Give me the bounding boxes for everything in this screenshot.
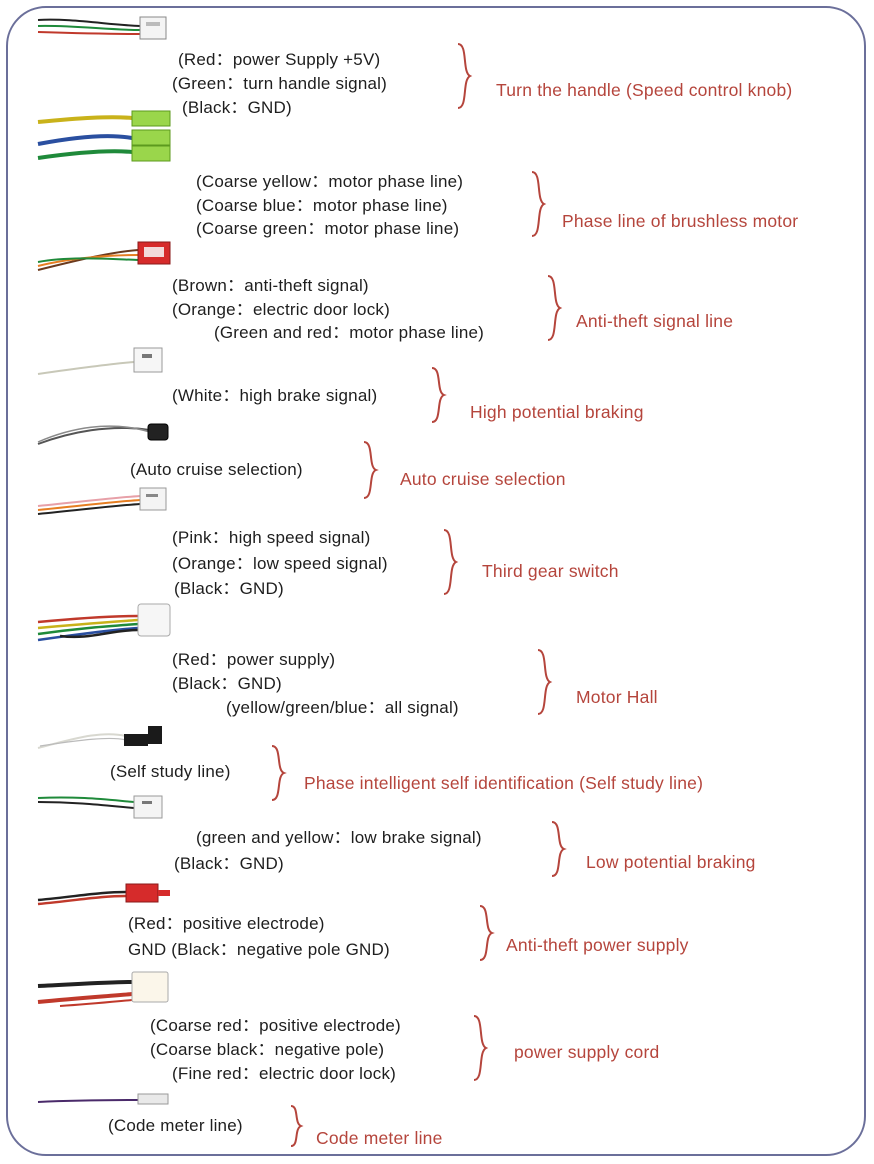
group-9-line-1: (green and yellow：low brake signal) <box>196 828 482 847</box>
power-supply-cord-connector <box>37 971 169 1007</box>
group-3-line-2: (Orange：electric door lock) <box>172 300 390 319</box>
auto-cruise-connector <box>37 423 169 445</box>
group-2-brace <box>531 171 547 237</box>
self-study-connector <box>37 726 162 749</box>
group-9-brace <box>551 821 567 877</box>
group-6-line-2: (Orange：low speed signal) <box>172 554 388 573</box>
group-10-line-1: (Red：positive electrode) <box>128 914 325 933</box>
group-4-title: High potential braking <box>470 402 644 422</box>
group-10-brace <box>479 905 495 961</box>
group-1-line-1: (Red：power Supply +5V) <box>178 50 381 69</box>
group-4-line-1: (White：high brake signal) <box>172 386 378 405</box>
group-2-title: Phase line of brushless motor <box>562 211 799 231</box>
group-7-line-2: (Black：GND) <box>172 674 282 693</box>
group-3-line-3: (Green and red：motor phase line) <box>214 323 485 342</box>
group-10-title: Anti-theft power supply <box>506 935 689 955</box>
group-5-line-1: (Auto cruise selection) <box>130 460 303 479</box>
group-2-line-2: (Coarse blue：motor phase line) <box>196 196 448 215</box>
anti-theft-power-connector <box>37 883 170 906</box>
group-3-line-1: (Brown：anti-theft signal) <box>172 276 369 295</box>
group-5-title: Auto cruise selection <box>400 469 566 489</box>
group-11-line-2: (Coarse black：negative pole) <box>150 1040 385 1059</box>
group-11-line-3: (Fine red：electric door lock) <box>172 1064 397 1083</box>
group-11-brace <box>473 1015 489 1081</box>
group-8-line-1: (Self study line) <box>110 762 231 781</box>
group-11-line-1: (Coarse red：positive electrode) <box>150 1016 401 1035</box>
group-4-brace <box>431 367 447 423</box>
third-gear-connector <box>37 487 167 515</box>
group-2-line-3: (Coarse green：motor phase line) <box>196 219 460 238</box>
group-1-line-3: (Black：GND) <box>182 98 292 117</box>
group-11-title: power supply cord <box>514 1042 660 1062</box>
motor-hall-connector <box>37 603 171 642</box>
group-6-line-3: (Black：GND) <box>174 579 284 598</box>
group-1-title: Turn the handle (Speed control knob) <box>496 80 793 100</box>
group-8-title: Phase intelligent self identification (S… <box>304 773 704 793</box>
group-7-title: Motor Hall <box>576 687 658 707</box>
group-7-line-3: (yellow/green/blue：all signal) <box>226 698 459 717</box>
turn-handle-connector <box>37 16 167 40</box>
low-brake-connector <box>37 795 163 819</box>
phase-line-connectors <box>37 110 171 162</box>
group-9-line-2: (Black：GND) <box>174 854 284 873</box>
group-6-line-1: (Pink：high speed signal) <box>172 528 371 547</box>
anti-theft-signal-connector <box>37 241 171 271</box>
group-1-brace <box>457 43 473 109</box>
high-brake-connector <box>37 347 163 375</box>
group-8-brace <box>271 745 287 801</box>
group-7-brace <box>537 649 553 715</box>
group-6-title: Third gear switch <box>482 561 619 581</box>
code-meter-connector <box>37 1093 169 1105</box>
group-9-title: Low potential braking <box>586 852 756 872</box>
group-3-title: Anti-theft signal line <box>576 311 734 331</box>
group-2-line-1: (Coarse yellow：motor phase line) <box>196 172 464 191</box>
group-1-line-2: (Green：turn handle signal) <box>172 74 387 93</box>
diagram-frame <box>6 6 866 1156</box>
group-3-brace <box>547 275 563 341</box>
group-6-brace <box>443 529 459 595</box>
group-12-brace <box>290 1105 304 1147</box>
group-5-brace <box>363 441 379 499</box>
group-10-line-2: GND (Black：negative pole GND) <box>128 940 390 959</box>
group-12-title: Code meter line <box>316 1128 443 1148</box>
group-7-line-1: (Red：power supply) <box>172 650 336 669</box>
group-12-line-1: (Code meter line) <box>108 1116 243 1135</box>
